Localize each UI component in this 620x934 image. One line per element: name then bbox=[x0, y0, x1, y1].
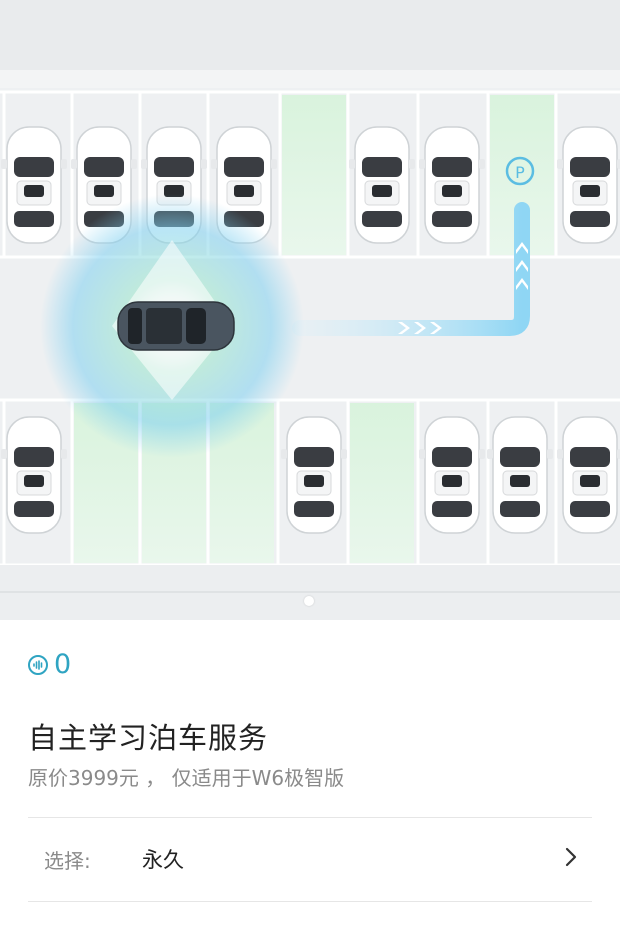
parked-car bbox=[556, 416, 620, 534]
product-title: 自主学习泊车服务 bbox=[28, 721, 269, 755]
parked-car bbox=[348, 126, 416, 244]
parked-car bbox=[0, 416, 68, 534]
option-value: 永久 bbox=[142, 848, 184, 872]
parking-p-icon: P bbox=[505, 156, 535, 186]
price-value: 0 bbox=[54, 649, 72, 680]
svg-text:P: P bbox=[515, 163, 525, 182]
chevron-right-icon bbox=[564, 846, 578, 872]
price-row: 0 bbox=[28, 650, 71, 680]
route-path bbox=[292, 202, 530, 336]
parked-car bbox=[556, 126, 620, 244]
hero-image: P bbox=[0, 0, 620, 620]
divider bbox=[28, 817, 592, 818]
carousel-page-indicator[interactable] bbox=[304, 596, 314, 606]
audio-wave-icon bbox=[28, 655, 48, 675]
parked-car bbox=[418, 126, 486, 244]
parking-illustration: P bbox=[0, 90, 620, 593]
option-select-row[interactable]: 选择: 永久 bbox=[28, 818, 592, 900]
parked-car bbox=[280, 416, 348, 534]
ego-car bbox=[117, 301, 235, 351]
route-arrows bbox=[398, 242, 528, 334]
divider bbox=[28, 901, 592, 902]
parked-car bbox=[0, 126, 68, 244]
product-subtitle: 原价3999元 ， 仅适用于W6极智版 bbox=[28, 766, 345, 790]
option-label: 选择: bbox=[44, 848, 91, 873]
parked-car bbox=[418, 416, 486, 534]
parked-car bbox=[486, 416, 554, 534]
